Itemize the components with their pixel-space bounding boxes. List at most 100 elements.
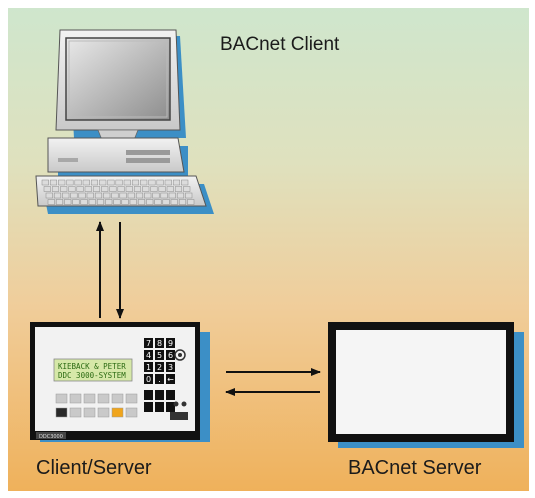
- keyboard-key: [55, 199, 64, 205]
- keyboard-key: [86, 192, 94, 199]
- function-key: [144, 402, 153, 412]
- keyboard-key: [92, 186, 101, 192]
- lcd-line-1: KIEBACK & PETER: [58, 362, 126, 371]
- keyboard-key: [60, 186, 68, 192]
- lcd-line-2: DDC 3000-SYSTEM: [58, 371, 126, 380]
- keyboard-key: [168, 192, 176, 199]
- keypad-key: [155, 350, 164, 360]
- keypad-key: [144, 362, 153, 372]
- keyboard-key: [131, 179, 140, 186]
- keyboard-key: [135, 192, 144, 199]
- keyboard-key: [115, 179, 123, 186]
- keypad-key-label: 8: [157, 339, 162, 348]
- keyboard-key: [125, 186, 133, 192]
- keyboard-key: [101, 186, 109, 192]
- keypad-key: [144, 350, 153, 360]
- keyboard-key: [90, 179, 99, 186]
- computer-icon: [35, 29, 214, 214]
- keyboard-key: [146, 199, 154, 205]
- keyboard-key: [107, 179, 115, 186]
- keyboard-key: [166, 186, 174, 192]
- keyboard-key: [68, 186, 76, 192]
- keyboard-key: [109, 186, 117, 192]
- keyboard-key: [121, 199, 129, 205]
- keypad-key-label: ←: [167, 375, 174, 384]
- controller-icon: KIEBACK & PETER DDC 3000-SYSTEM: [30, 322, 210, 442]
- keypad-key-label: 9: [168, 339, 173, 348]
- keyboard-key: [84, 186, 92, 192]
- diagram-drawing: KIEBACK & PETER DDC 3000-SYSTEM: [30, 29, 524, 448]
- keyboard-key: [99, 179, 107, 186]
- keypad-key: [155, 338, 164, 348]
- keyboard-key: [164, 179, 172, 186]
- bacnet-client-label: BACnet Client: [220, 34, 340, 55]
- keyboard-key: [150, 186, 158, 192]
- keyboard-key: [133, 186, 142, 192]
- keyboard-key: [152, 192, 160, 199]
- keypad-key: [166, 374, 175, 384]
- keypad-key-label: 1: [146, 363, 151, 372]
- keypad-key-label: .: [158, 375, 161, 384]
- keyboard-key: [76, 186, 84, 192]
- keyboard-key: [66, 179, 74, 186]
- keypad-key-label: 3: [168, 363, 173, 372]
- keypad-key-label: 2: [157, 363, 162, 372]
- keyboard-key: [74, 179, 82, 186]
- keyboard-key: [94, 192, 103, 199]
- function-key: [155, 402, 164, 412]
- keyboard-key: [105, 199, 113, 205]
- keyboard-key: [140, 179, 148, 186]
- keyboard-key: [172, 179, 181, 186]
- keyboard-key: [49, 179, 58, 186]
- keyboard-key: [53, 192, 62, 199]
- keyboard-key: [142, 186, 150, 192]
- function-key: [144, 390, 153, 400]
- keypad-key: [144, 338, 153, 348]
- keyboard-key: [117, 186, 125, 192]
- keyboard-key: [185, 192, 193, 199]
- keyboard-key: [162, 199, 170, 205]
- keypad-key: [144, 374, 153, 384]
- keyboard-key: [80, 199, 88, 205]
- keypad-key-label: 4: [146, 351, 151, 360]
- function-key: [166, 402, 175, 412]
- keyboard-key: [178, 199, 187, 205]
- keyboard-key: [176, 192, 185, 199]
- keyboard-key: [170, 199, 178, 205]
- keyboard-key: [88, 199, 96, 205]
- keyboard-key: [154, 199, 162, 205]
- keyboard-key: [156, 179, 164, 186]
- client-server-label: Client/Server: [36, 457, 152, 479]
- keyboard-key: [62, 192, 70, 199]
- keyboard-key: [119, 192, 127, 199]
- keyboard-key: [58, 179, 66, 186]
- keyboard-key: [148, 179, 156, 186]
- keypad-key: [155, 374, 164, 384]
- keyboard-key: [64, 199, 72, 205]
- diagram-canvas: KIEBACK & PETER DDC 3000-SYSTEM: [8, 8, 529, 491]
- keypad-key-label: 0: [146, 375, 151, 384]
- keyboard-key: [183, 186, 191, 192]
- keyboard-key: [123, 179, 131, 186]
- bacnet-server-label: BACnet Server: [348, 457, 482, 479]
- keypad-key-label: 6: [168, 351, 173, 360]
- keyboard-key: [82, 179, 90, 186]
- keypad-key: [166, 338, 175, 348]
- keyboard-key: [160, 192, 168, 199]
- keyboard-key: [51, 186, 60, 192]
- keyboard-key: [181, 179, 189, 186]
- keyboard-key: [47, 199, 55, 205]
- keypad-key: [155, 362, 164, 372]
- keyboard-key: [72, 199, 80, 205]
- keyboard-key: [41, 179, 49, 186]
- keyboard-key: [45, 192, 53, 199]
- keypad-key-label: 5: [157, 351, 162, 360]
- keyboard-key: [96, 199, 105, 205]
- model-tag: DDC3000: [39, 434, 63, 440]
- keyboard-key: [43, 186, 51, 192]
- keypad-key: [166, 350, 175, 360]
- keyboard-key: [111, 192, 119, 199]
- keypad-key-label: 7: [146, 339, 151, 348]
- keyboard-key: [113, 199, 121, 205]
- keyboard-key: [70, 192, 78, 199]
